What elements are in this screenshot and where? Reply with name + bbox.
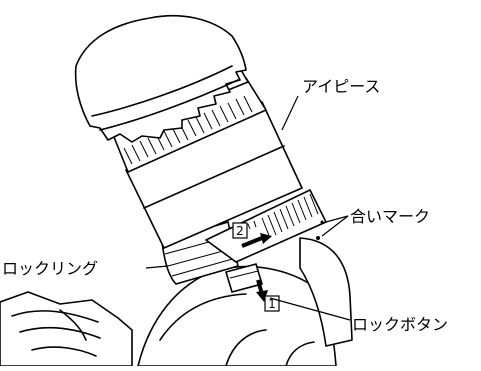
- step2-number: 2: [236, 224, 244, 238]
- eyepiece-label: アイピース: [302, 77, 380, 96]
- camera-body: [0, 291, 133, 367]
- step2-box: [232, 222, 248, 239]
- lock-button-leader: [269, 297, 351, 321]
- step1-number: 1: [268, 297, 276, 311]
- lock-button: [225, 263, 263, 293]
- alignment-mark-label: 合いマーク: [350, 207, 430, 226]
- eyepiece-leader: [281, 95, 299, 131]
- alignment-dot-upper: [320, 220, 324, 224]
- housing-side: [299, 237, 353, 347]
- lock-button-label: ロックボタン: [352, 315, 448, 334]
- alignment-dot-lower: [316, 236, 320, 240]
- lock-ring-leader: [145, 265, 169, 269]
- lock-ring-label: ロックリング: [2, 259, 98, 278]
- eyecup: [74, 15, 247, 143]
- rotate-arrow: [241, 233, 272, 248]
- alignment-leader-1: [325, 215, 349, 223]
- alignment-leader-2: [321, 215, 349, 237]
